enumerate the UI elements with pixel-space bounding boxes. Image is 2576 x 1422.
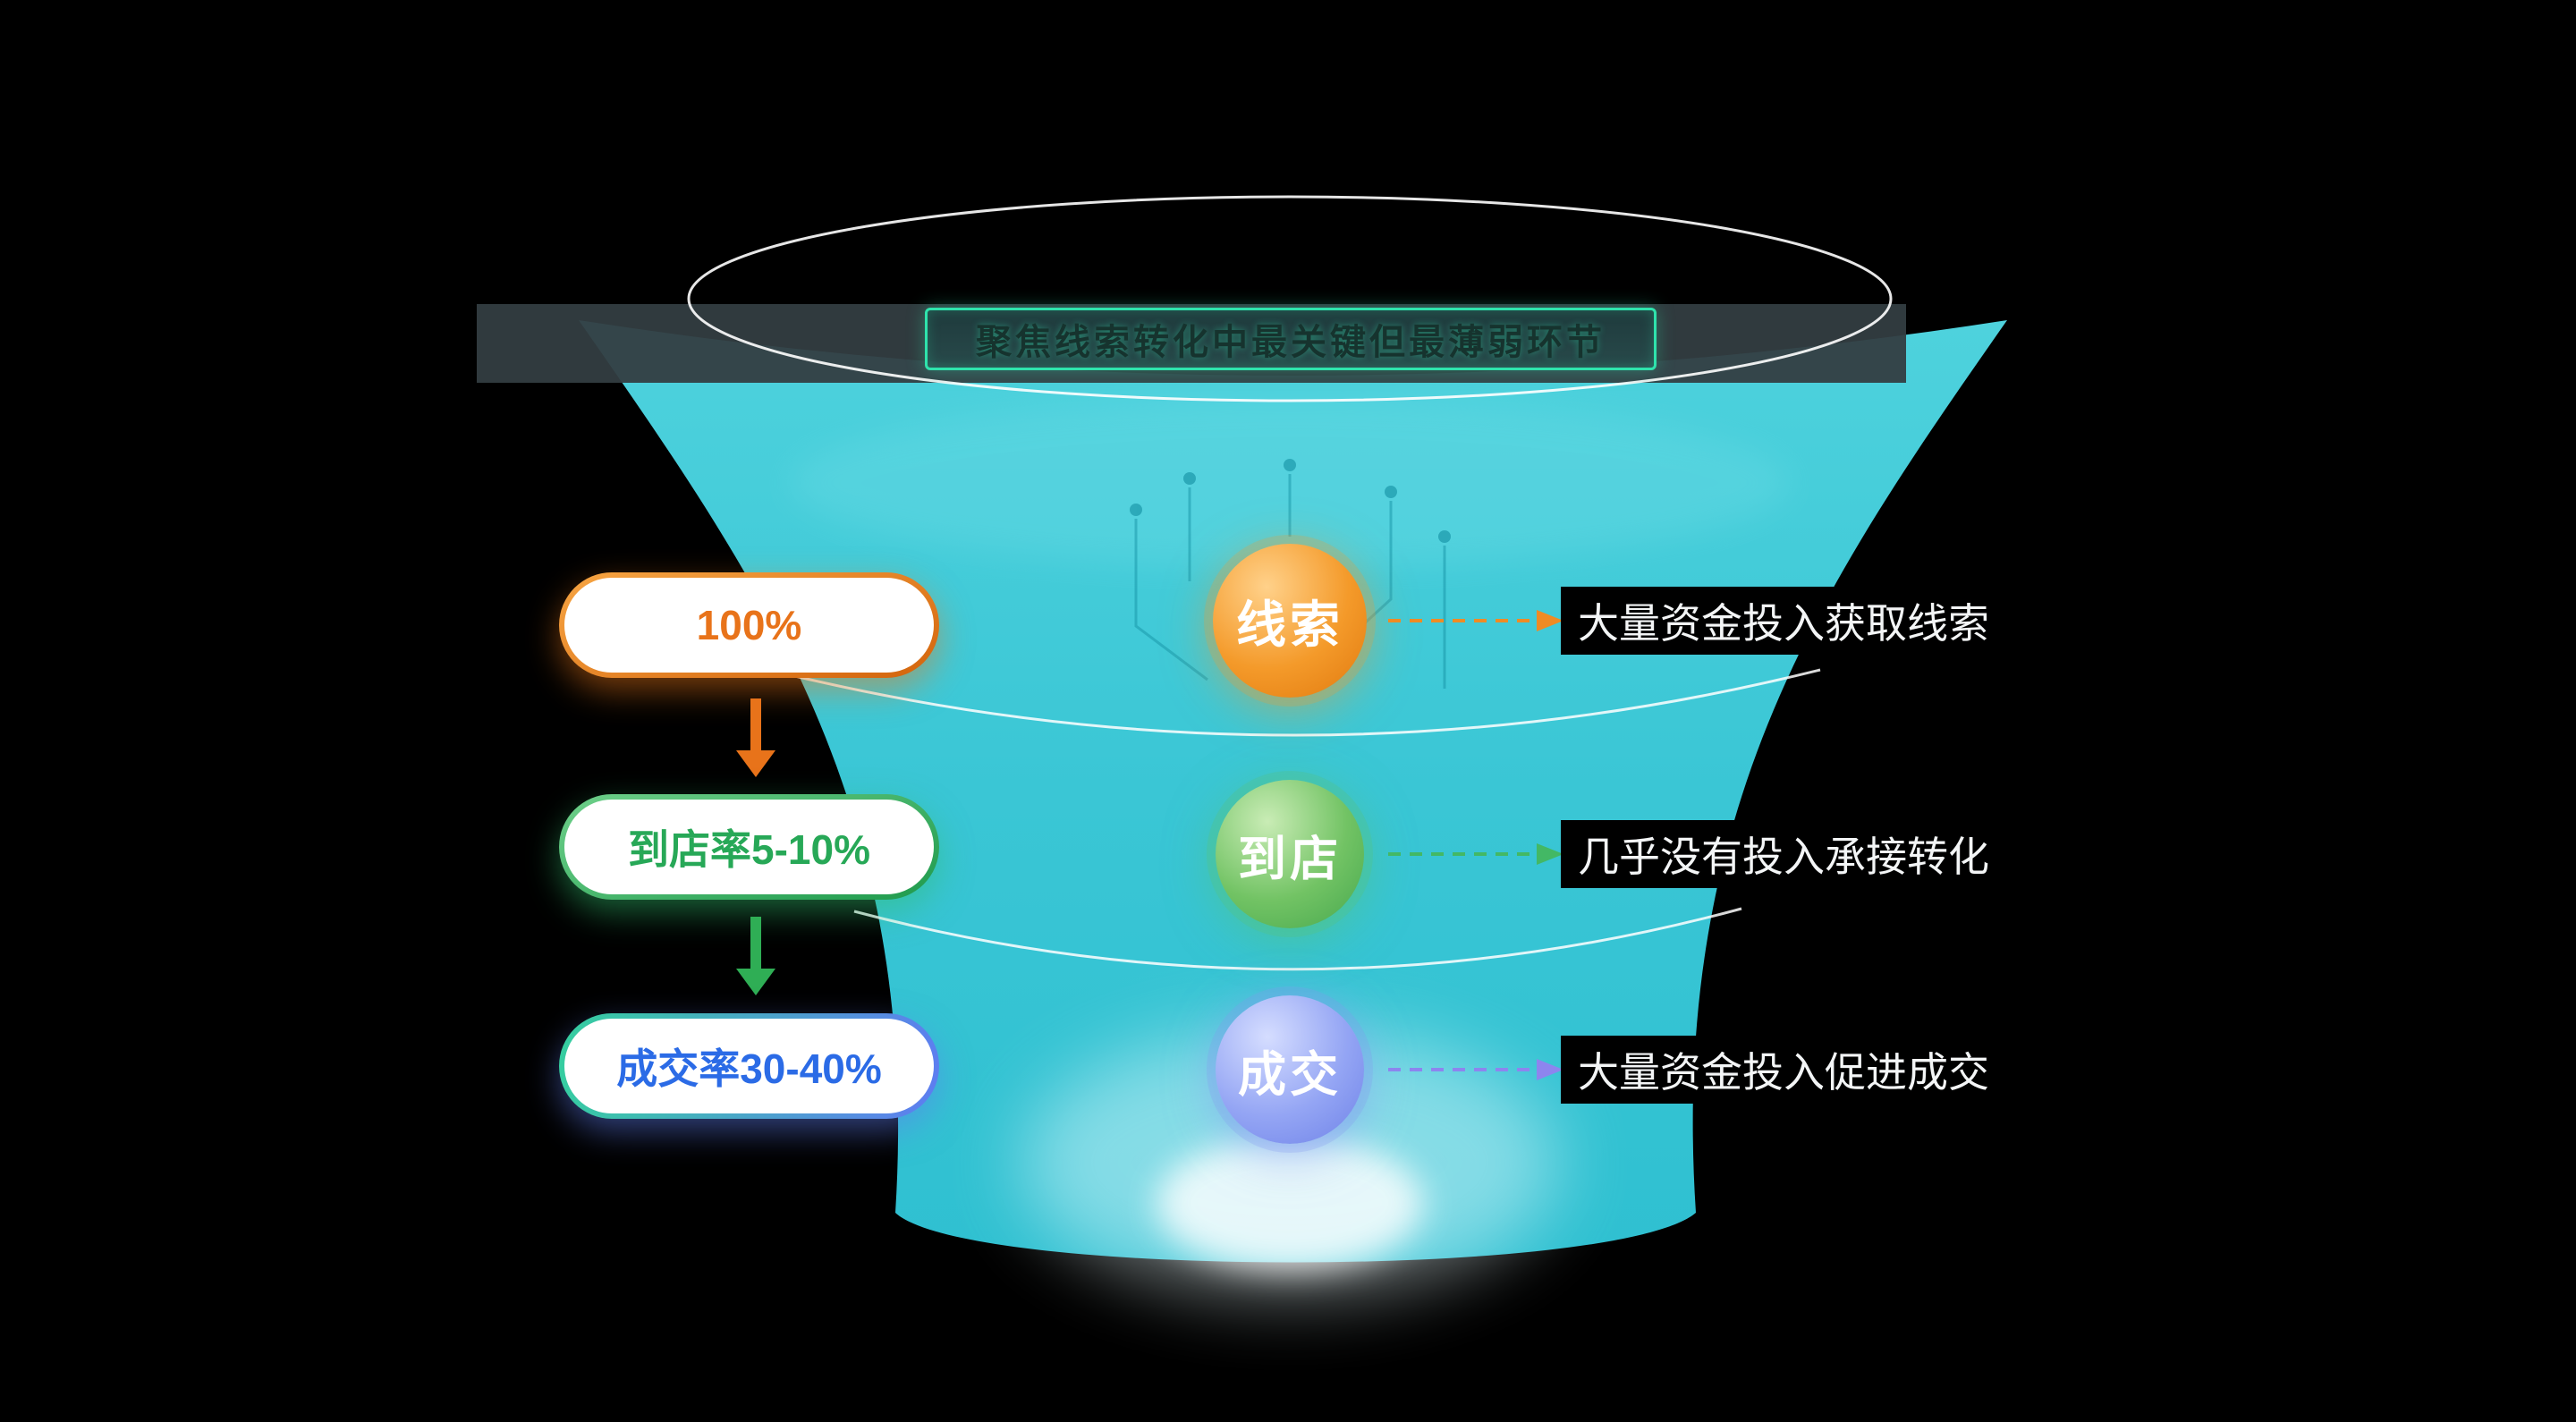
- separator-line-1: [768, 668, 1821, 737]
- down-arrow-icon: [731, 917, 781, 995]
- title-banner: 聚焦线索转化中最关键但最薄弱环节: [925, 308, 1657, 370]
- rate-pill-store-visit-label: 到店率5-10%: [564, 800, 934, 894]
- note-store-visit: 几乎没有投入承接转化: [1561, 820, 1989, 888]
- funnel-rim-ellipse: [687, 195, 1893, 402]
- dashed-arrow-leads: [1388, 610, 1563, 631]
- dashed-arrow-deal: [1388, 1059, 1563, 1080]
- rate-pill-store-visit: 到店率5-10%: [559, 794, 939, 900]
- stage-circle-leads: 线索: [1213, 544, 1367, 698]
- note-deal: 大量资金投入促进成交: [1561, 1036, 1989, 1104]
- rate-pill-deal: 成交率30-40%: [559, 1013, 939, 1119]
- rate-pill-leads: 100%: [559, 572, 939, 678]
- title-text: 聚焦线索转化中最关键但最薄弱环节: [976, 323, 1606, 362]
- stage-circle-leads-label: 线索: [1236, 596, 1343, 653]
- stage-circle-deal-label: 成交: [1238, 1047, 1342, 1102]
- down-arrow-icon: [731, 698, 781, 777]
- circuit-dots: [1130, 459, 1451, 543]
- note-leads: 大量资金投入获取线索: [1561, 587, 1989, 655]
- rate-pill-leads-label: 100%: [564, 578, 934, 673]
- separator-line-2: [853, 907, 1742, 971]
- stage-circle-store-visit: 到店: [1216, 780, 1364, 928]
- rate-pill-deal-label: 成交率30-40%: [564, 1019, 934, 1113]
- stage-circle-store-visit-label: 到店: [1238, 832, 1342, 886]
- stage-circle-deal: 成交: [1216, 995, 1364, 1144]
- bottom-glow-bright: [1156, 1136, 1424, 1270]
- dashed-arrow-visit: [1388, 843, 1563, 865]
- funnel-sheen: [789, 398, 1791, 568]
